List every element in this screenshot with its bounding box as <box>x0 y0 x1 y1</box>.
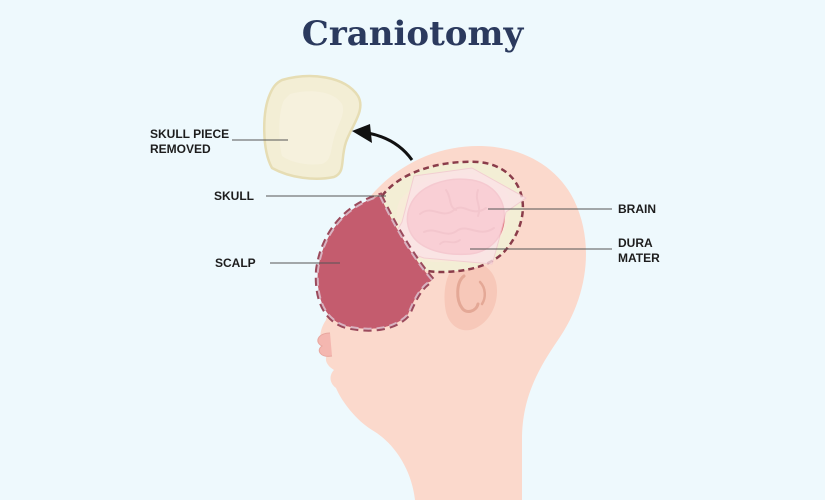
page-title: Craniotomy <box>301 14 524 54</box>
label-brain: BRAIN <box>618 202 656 216</box>
scalp-flap <box>314 192 437 332</box>
skull-piece-removed <box>262 74 362 180</box>
dura-mater <box>387 167 527 265</box>
ear <box>444 262 498 331</box>
label-scalp: SCALP <box>215 256 256 270</box>
label-dura-mater: DURA MATER <box>618 236 660 265</box>
removal-arrow <box>352 124 414 161</box>
label-skull-piece-removed: SKULL PIECE REMOVED <box>150 127 230 156</box>
label-skull: SKULL <box>214 189 254 203</box>
